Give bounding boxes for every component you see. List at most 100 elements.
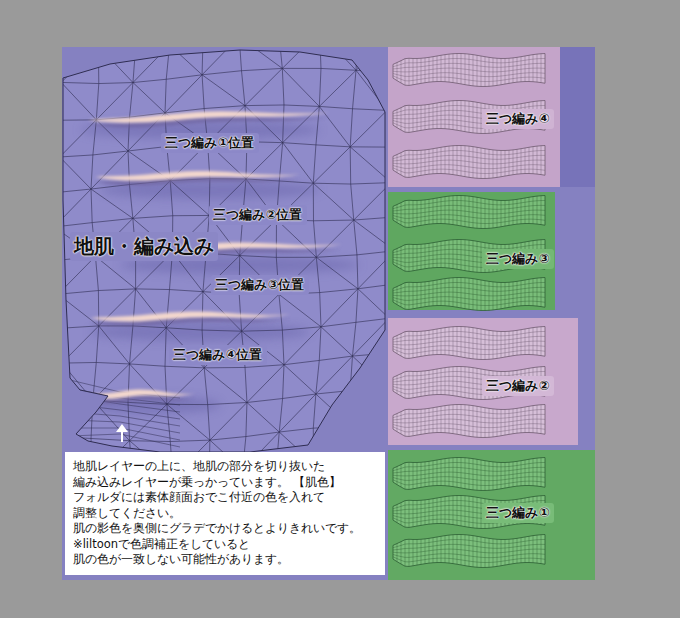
mesh-edge xyxy=(313,394,316,428)
mesh-edge xyxy=(316,394,351,426)
mesh-edge xyxy=(316,257,358,289)
mesh-edge xyxy=(210,437,246,441)
mesh-edge xyxy=(98,291,99,326)
mesh-edge xyxy=(166,328,202,330)
mesh-edge xyxy=(98,289,135,291)
band-ground xyxy=(388,192,555,310)
mesh-edge xyxy=(313,183,314,221)
position-label: 三つ編み②位置 xyxy=(209,205,306,225)
mesh-edge xyxy=(208,402,247,404)
mesh-edge xyxy=(247,402,279,432)
mesh-edge xyxy=(202,330,241,331)
mesh-edge xyxy=(202,292,204,330)
mesh-edge xyxy=(313,220,353,222)
position-label: 三つ編み③位置 xyxy=(211,275,308,295)
mesh-edge xyxy=(279,33,282,68)
label-holder: 三つ編み④位置 xyxy=(0,0,97,21)
mesh-edge xyxy=(279,399,282,433)
braid-shadow xyxy=(84,395,195,404)
mesh-edge xyxy=(167,404,170,441)
braid-mesh-edge xyxy=(393,409,545,417)
mesh-edge xyxy=(60,399,93,401)
mesh-edge xyxy=(130,328,167,364)
mesh-edge xyxy=(204,368,207,405)
mesh-edge xyxy=(320,289,358,293)
mesh-edge xyxy=(356,70,387,110)
braid-mesh-edge xyxy=(393,200,545,208)
mesh-edge xyxy=(353,70,356,108)
braid-mesh-edge xyxy=(393,346,545,350)
mesh-edge xyxy=(54,193,56,227)
braid-mesh-fill xyxy=(393,327,545,360)
mesh-edge xyxy=(316,220,353,257)
mesh-edge xyxy=(58,44,98,46)
band-label: 三つ編み② xyxy=(482,376,553,396)
mesh-edge xyxy=(279,294,282,330)
braid-mesh-edge xyxy=(393,549,545,553)
braid-mesh-edge xyxy=(393,472,545,476)
mesh-edge xyxy=(247,365,284,403)
mesh-edge xyxy=(56,189,91,193)
braid-mesh-edge xyxy=(393,168,545,174)
mesh-edge xyxy=(352,322,355,356)
braid-mesh-edge xyxy=(393,150,545,158)
band-ground xyxy=(388,47,560,187)
band-label: 三つ編み① xyxy=(482,503,553,523)
braid-mesh-edge xyxy=(393,544,545,550)
braid-band xyxy=(388,192,555,310)
mesh-edge xyxy=(204,367,245,368)
mesh-edge xyxy=(130,83,133,118)
braid-band xyxy=(388,450,595,580)
braid-mesh-edge xyxy=(393,205,545,211)
braid-mesh-edge xyxy=(393,331,545,339)
mesh-edge xyxy=(316,106,319,144)
mesh-edge xyxy=(313,145,316,183)
label-holder: 三つ編み③位置 xyxy=(0,0,97,21)
mesh-edge xyxy=(279,294,321,326)
mesh-edge xyxy=(242,71,245,106)
mesh-edge xyxy=(96,326,98,363)
braid-band xyxy=(388,318,578,445)
braid-mesh-edge xyxy=(393,68,545,72)
mesh-edge xyxy=(283,143,316,145)
mesh-edge xyxy=(245,365,284,368)
mesh-edge xyxy=(136,45,170,47)
mesh-edge xyxy=(203,292,242,332)
mesh-edge xyxy=(356,32,358,70)
braid-mesh-edge xyxy=(393,341,545,345)
mesh-edge xyxy=(356,318,389,322)
mesh-edge xyxy=(99,83,133,84)
mesh-edge xyxy=(133,181,170,219)
braid-mesh-edge xyxy=(393,480,545,486)
mesh-edge xyxy=(245,104,284,106)
mesh-edge xyxy=(350,356,352,391)
braid-band: 三つ編み① xyxy=(388,450,595,580)
position-label: 三つ編み①位置 xyxy=(161,133,258,153)
mesh-edge xyxy=(170,440,210,441)
mesh-edge xyxy=(98,46,135,48)
mesh-edge xyxy=(62,362,96,364)
mesh-edge xyxy=(316,391,350,394)
mesh-edge xyxy=(352,318,389,356)
mesh-edge xyxy=(133,216,173,219)
mesh-edge xyxy=(351,184,354,220)
mesh-edge xyxy=(354,220,357,255)
mesh-edge xyxy=(170,181,173,216)
mesh-edge xyxy=(60,120,62,157)
mesh-edge xyxy=(165,75,202,113)
mesh-edge xyxy=(351,426,391,427)
mesh-edge xyxy=(284,360,319,364)
mesh-edge xyxy=(313,183,350,185)
mesh-edge xyxy=(169,290,202,292)
mesh-edge xyxy=(96,84,98,120)
mesh-edge xyxy=(170,41,203,45)
mesh-edge xyxy=(56,436,91,438)
mesh-edge xyxy=(316,360,319,394)
mesh-edge xyxy=(70,412,180,426)
purple-strip xyxy=(560,47,595,187)
braid-mesh-edge xyxy=(393,557,545,563)
braid-mesh-fill xyxy=(393,535,545,568)
mesh-edge xyxy=(319,68,321,106)
